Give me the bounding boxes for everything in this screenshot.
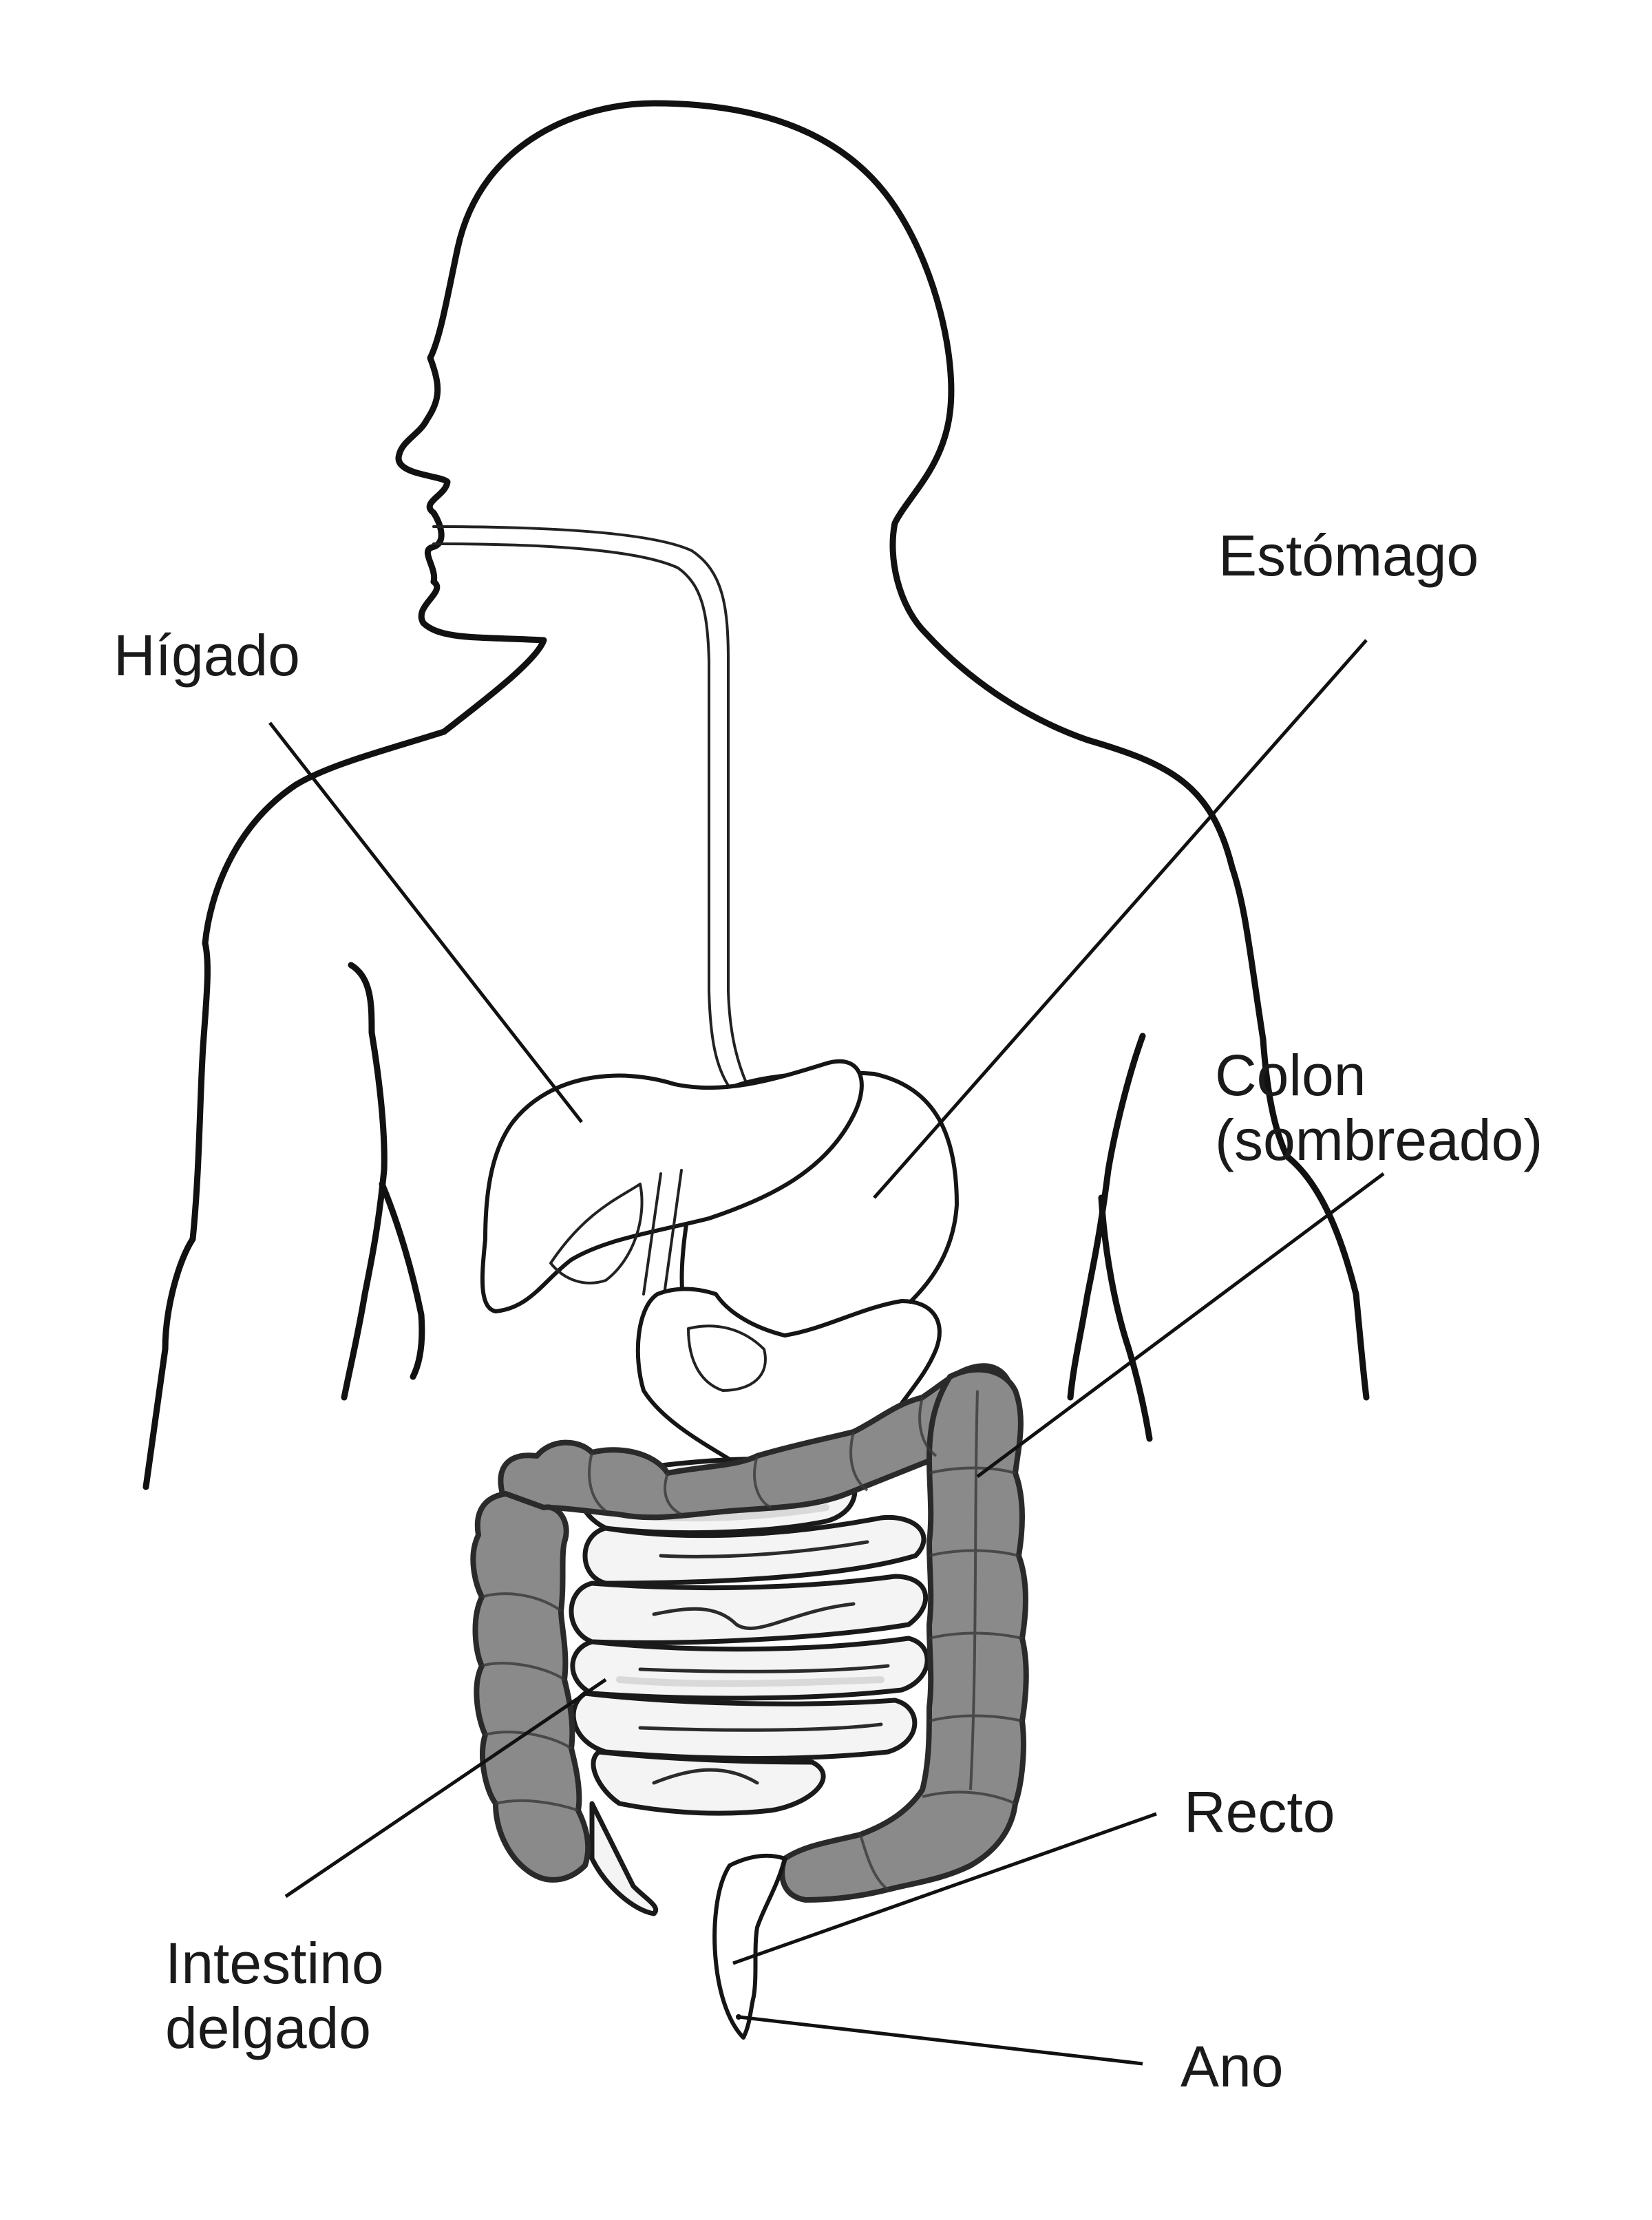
body-outline <box>142 100 1370 1490</box>
ascending-colon <box>470 1491 591 1883</box>
left-torso-outline <box>341 962 388 1401</box>
right-torso-outline <box>1067 1033 1146 1401</box>
pancreas-detail <box>687 1324 767 1392</box>
leader-colon <box>976 1172 1385 1479</box>
leader-small-intestine <box>284 1678 607 1899</box>
gallbladder-detail <box>549 1183 644 1285</box>
right-waist-outline <box>1098 1194 1153 1442</box>
descending-colon <box>779 1366 1029 1903</box>
label-colon-note: (sombreado) <box>1215 1108 1543 1172</box>
label-stomach-text: Estómago <box>1218 523 1479 588</box>
duct-detail <box>642 1169 683 1296</box>
label-colon: Colon (sombreado) <box>1215 1043 1543 1172</box>
label-liver: Hígado <box>114 623 300 688</box>
label-anus: Ano <box>1180 2034 1283 2099</box>
label-liver-text: Hígado <box>114 623 300 688</box>
colon-shape <box>470 1363 1029 1903</box>
leader-anus <box>738 2015 1143 2066</box>
label-small-intestine-line1: Intestino <box>165 1931 384 1996</box>
transverse-colon <box>498 1363 1015 1521</box>
label-colon-text: Colon <box>1215 1043 1366 1108</box>
head-outline <box>395 100 1267 1043</box>
label-anus-text: Ano <box>1180 2034 1284 2099</box>
leader-stomach <box>873 639 1368 1199</box>
label-small-intestine-line2: delgado <box>165 1996 371 2060</box>
leader-rectum <box>732 1812 1157 1965</box>
leader-lines <box>268 639 1385 2066</box>
leader-liver <box>268 721 583 1123</box>
rectum-shape <box>712 1853 787 2040</box>
label-rectum: Recto <box>1184 1779 1335 1844</box>
label-rectum-text: Recto <box>1184 1779 1335 1844</box>
left-waist-outline <box>379 1181 425 1380</box>
esophagus <box>432 525 748 1089</box>
label-small-intestine: Intestino delgado <box>165 1931 384 2060</box>
label-stomach: Estómago <box>1218 523 1479 588</box>
right-arm-outline <box>1260 1036 1370 1401</box>
liver-shape <box>480 1059 864 1313</box>
left-arm-outline <box>142 728 447 1490</box>
